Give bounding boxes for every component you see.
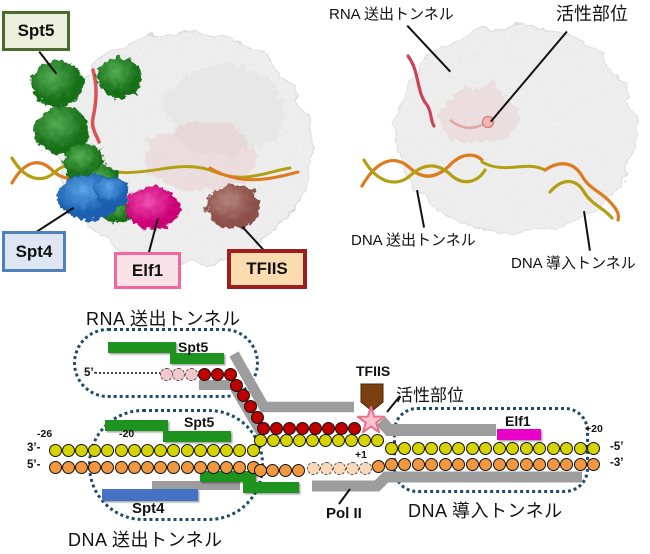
elf1-schematic-label: Elf1: [505, 413, 531, 429]
rna-channel-upper-wall: [229, 351, 354, 413]
rna-5prime-label: 5’-: [84, 367, 98, 379]
spt5-bar-rna-exit-lower: [170, 353, 224, 364]
rna-5prime-leader-line: [99, 372, 161, 374]
dna-entry-tunnel-label-right: DNA 導入トンネル: [511, 255, 636, 272]
active-site-marker: [481, 115, 495, 129]
active-site-label-right: 活性部位: [556, 4, 628, 24]
plus1-label: +1: [355, 449, 367, 461]
pol2-schematic-label: Pol II: [326, 505, 362, 522]
spt5-label-box: Spt5: [2, 11, 70, 51]
upstream-5prime-label: 5’-: [27, 459, 41, 471]
tfiis-subunit-blob: [206, 184, 260, 230]
spt5-bar-below-upstream-a: [200, 471, 256, 482]
structure-left-rendering: [10, 31, 313, 265]
minus26-label: -26: [37, 428, 53, 440]
rna-exit-tunnel-outline: [73, 328, 259, 398]
elf1-label: Elf1: [131, 260, 164, 280]
tfiis-label: TFIIS: [246, 259, 288, 278]
spt4-label-box: Spt4: [2, 231, 66, 272]
spt5-bar-rna-exit-upper: [108, 342, 176, 353]
rna-strand-right: [406, 54, 436, 128]
active-site-schematic-label: 活性部位: [396, 386, 464, 405]
spt4-label: Spt4: [15, 241, 53, 261]
spt4-subunit-blob: [57, 173, 131, 221]
dna-exit-tunnel-title: DNA 送出トンネル: [68, 530, 223, 550]
elf1-subunit-blob: [125, 186, 181, 230]
dna-strands-right: [360, 153, 621, 222]
tfiis-label-box: TFIIS: [227, 249, 307, 289]
spt5-schematic-label-rna: Spt5: [178, 339, 209, 355]
downstream-3prime-label: -3’: [610, 457, 624, 469]
minus20-label: -20: [119, 428, 135, 440]
elf1-bar: [497, 429, 541, 440]
spt5-bar-below-upstream-b: [243, 482, 299, 493]
spt4-schematic-label: Spt4: [132, 500, 165, 517]
upstream-3prime-label: 3’-: [27, 442, 41, 454]
tfiis-schematic-label: TFIIS: [356, 363, 391, 379]
rna-exit-tunnel-label: RNA 送出トンネル: [329, 6, 454, 23]
downstream-5prime-label: -5’: [610, 441, 624, 453]
elf1-label-box: Elf1: [114, 252, 181, 289]
dna-exit-tunnel-label-right: DNA 送出トンネル: [351, 232, 476, 249]
spt5-label: Spt5: [17, 21, 55, 40]
pol2-lower-wall: [312, 471, 582, 492]
spt4-bar: [102, 489, 198, 501]
spt5-bar-dna-exit-lower: [163, 431, 231, 442]
spt5-bar-dna-exit-upper: [105, 420, 168, 431]
dna-entry-tunnel-title: DNA 導入トンネル: [408, 501, 563, 521]
active-site-right-wall: [376, 417, 496, 436]
rna-exit-tunnel-title: RNA 送出トンネル: [86, 309, 241, 329]
plus20-label: +20: [585, 423, 603, 435]
rna-strand-left: [90, 68, 101, 144]
structure-right-rendering: [360, 25, 637, 235]
spt5-schematic-label-dna: Spt5: [184, 414, 215, 430]
